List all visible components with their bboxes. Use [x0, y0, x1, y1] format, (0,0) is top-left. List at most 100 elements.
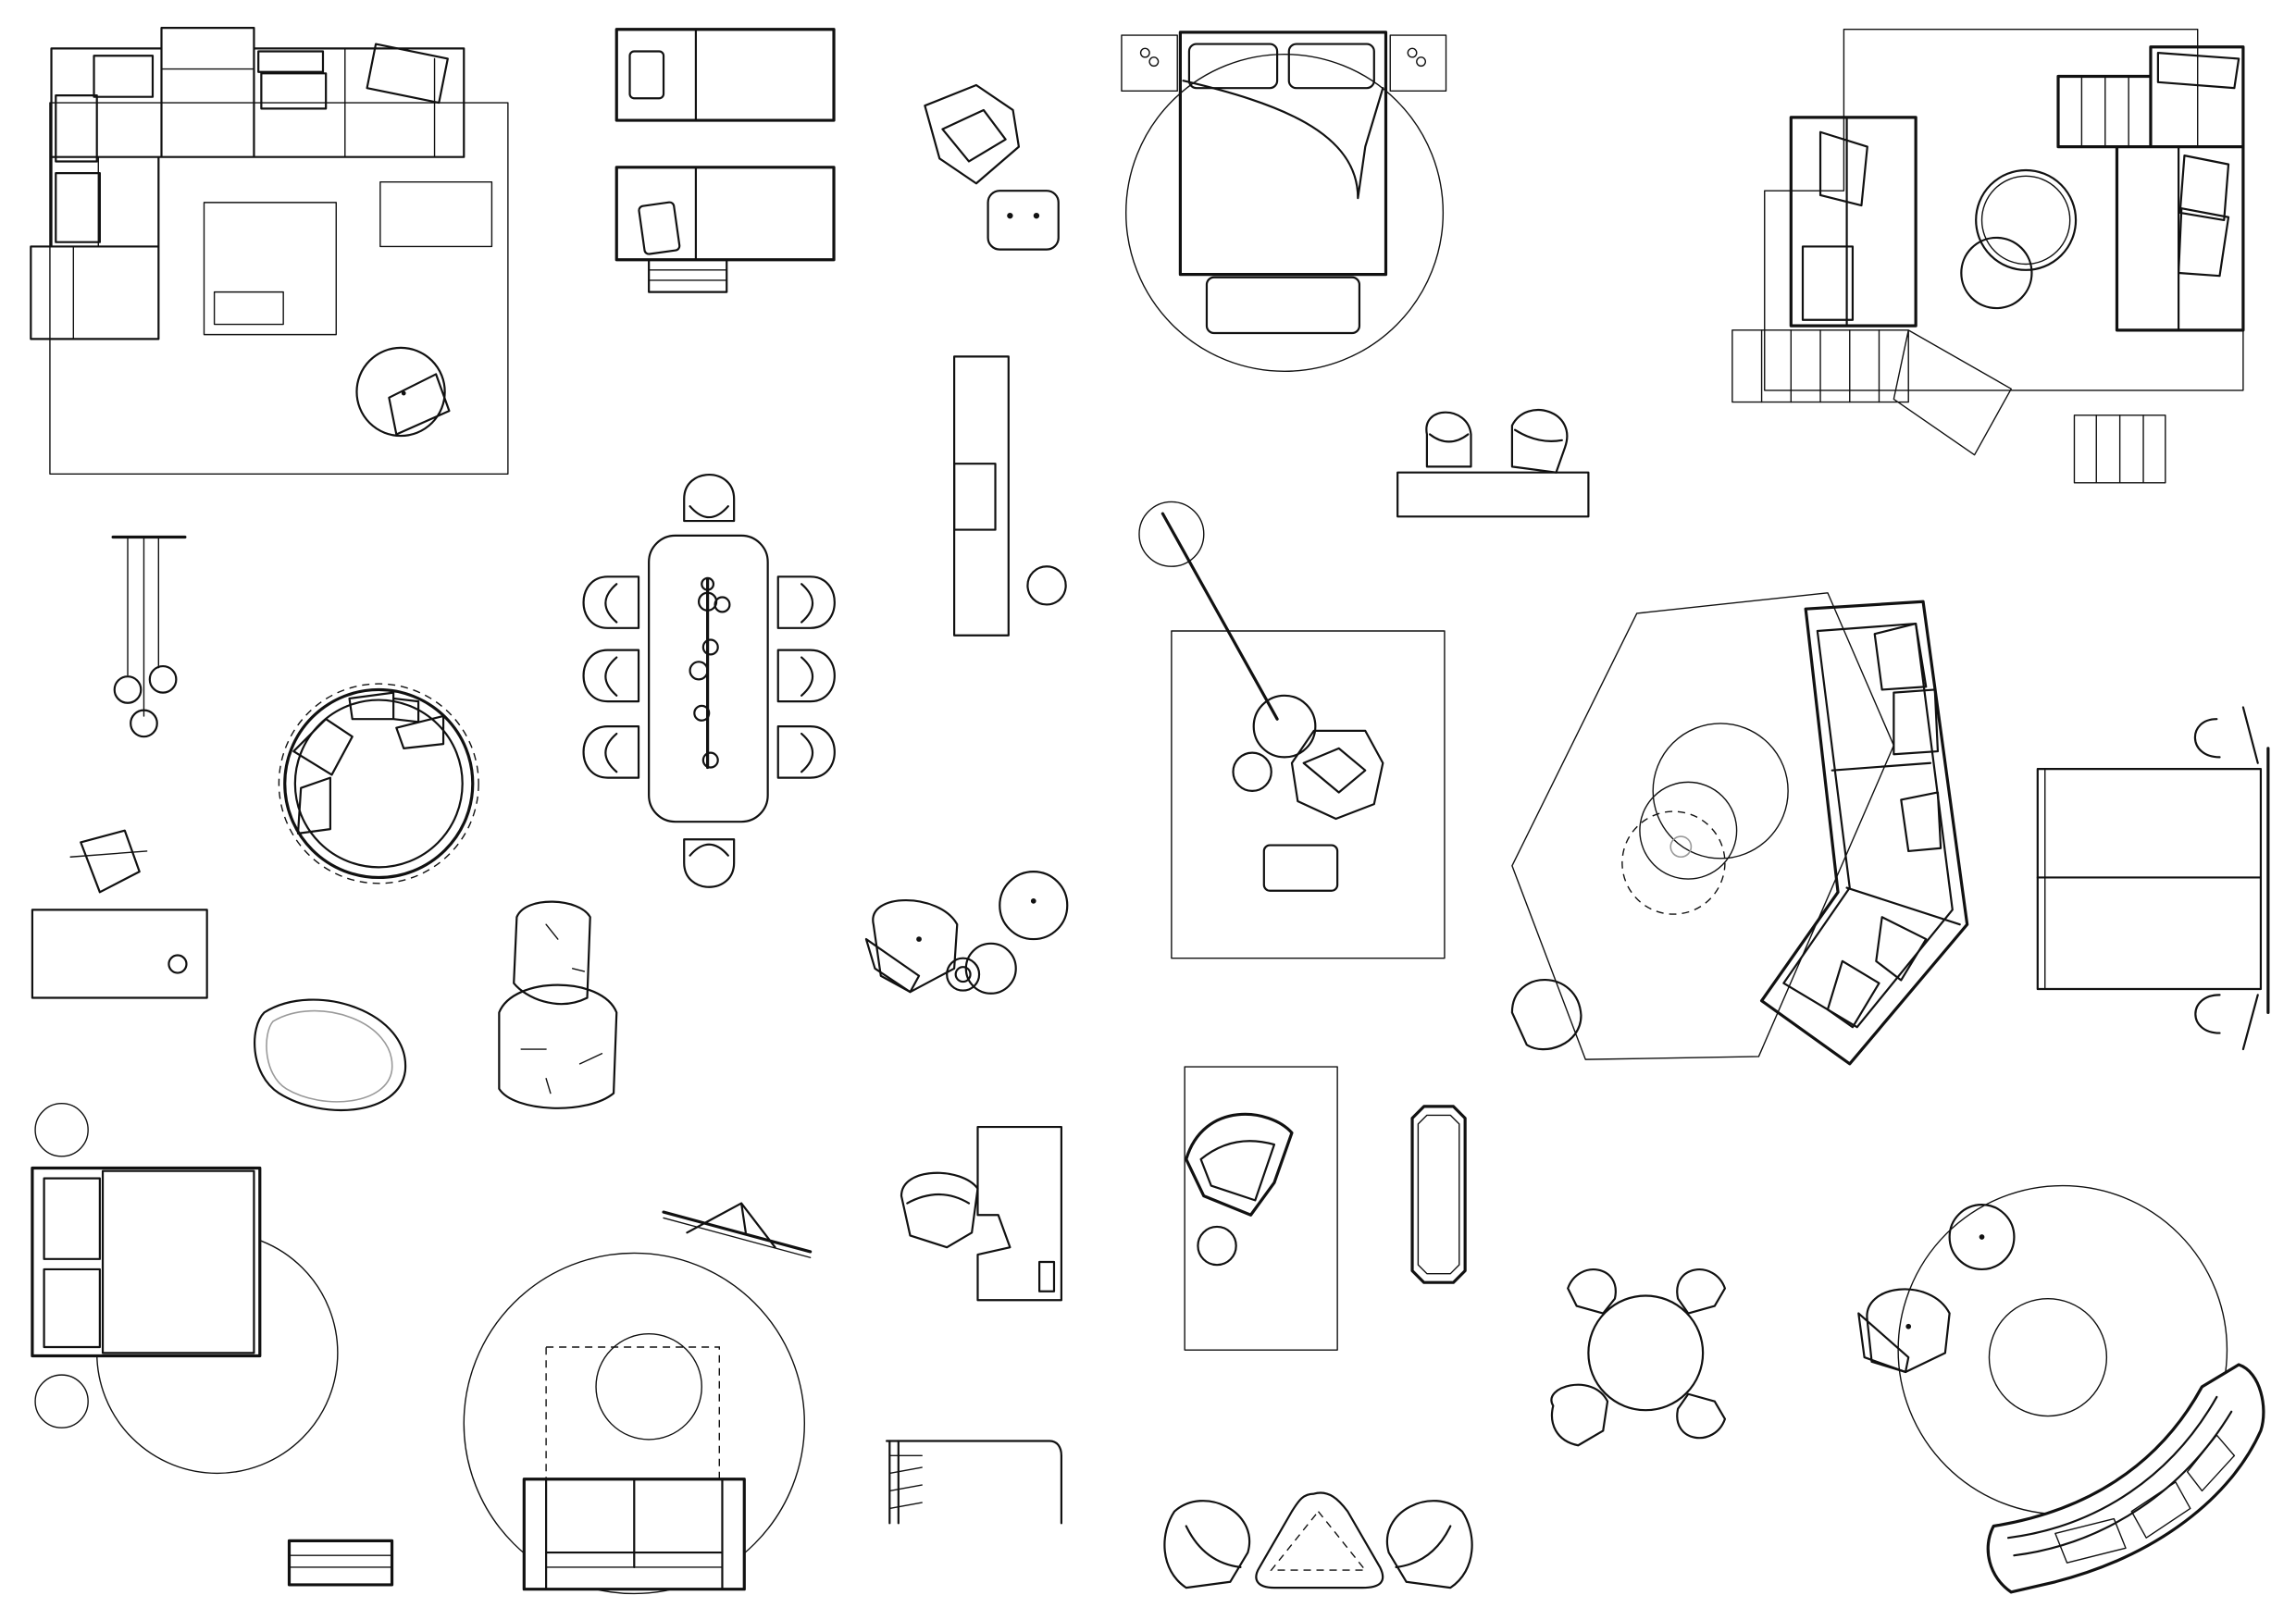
floor-lamp-arm	[1162, 513, 1277, 719]
cushion	[293, 693, 443, 834]
bed	[32, 1168, 260, 1355]
twin-daybeds	[616, 30, 834, 292]
dining-chair	[684, 839, 734, 887]
lounge-chair	[1186, 1114, 1292, 1215]
sofa-cushion	[56, 44, 448, 242]
side-table	[1198, 1227, 1235, 1265]
ottoman	[1264, 846, 1337, 891]
side-table	[1950, 1205, 2015, 1269]
dining-chair	[684, 475, 734, 521]
tray	[215, 292, 284, 325]
round-coffee-table	[596, 1334, 701, 1440]
counter	[1397, 473, 1588, 517]
round-table	[1588, 1295, 1703, 1410]
living-rug	[50, 103, 508, 474]
chair-on-rectangular-rug	[1185, 1067, 1337, 1350]
sofa-cushion	[1828, 624, 1941, 1027]
curved-sofa-on-round-rug	[1858, 1186, 2264, 1592]
bench	[1207, 278, 1359, 333]
curved-sofa	[1988, 1365, 2264, 1592]
side-desk	[977, 1127, 1061, 1300]
ladder-shelf	[887, 1441, 1061, 1524]
slatted-daybed-right	[2038, 707, 2268, 1049]
stacked-cushion	[514, 902, 590, 1004]
side-table	[1234, 753, 1272, 791]
oval-pouf-and-stacked-cushions	[254, 902, 616, 1110]
pendant-shade	[130, 711, 157, 737]
accent-armchair	[1867, 1289, 1949, 1372]
armchair	[873, 900, 957, 992]
daybed	[616, 167, 834, 260]
modular-lounge-with-round-tables	[1732, 30, 2243, 483]
chair	[1164, 1501, 1249, 1588]
round-rug-with-two-seat-sofa	[464, 1253, 804, 1593]
ottoman	[988, 191, 1059, 249]
round-coffee-table	[1653, 723, 1788, 859]
narrow-console	[1412, 1107, 1465, 1282]
round-table	[1961, 238, 2031, 308]
sofa-cushion	[2055, 1435, 2235, 1563]
square-rug	[1172, 631, 1445, 958]
dining-chair	[778, 576, 835, 628]
desk-chair	[81, 831, 139, 893]
side-table	[947, 958, 979, 991]
side-table	[999, 872, 1067, 939]
dining-table	[649, 536, 767, 822]
floor-lamp-base	[1254, 696, 1316, 758]
floor-lamp-shade	[1139, 501, 1204, 566]
desk-chair	[901, 1173, 977, 1247]
angled-sectional-on-hexagonal-rug	[1512, 593, 1967, 1064]
nightstand	[1390, 35, 1446, 91]
chair	[1677, 1394, 1725, 1438]
round-table	[1976, 170, 2076, 270]
angled-sectional-sofa	[1762, 601, 1967, 1064]
armchair-with-side-tables	[866, 872, 1067, 994]
slatted-mat	[649, 260, 726, 292]
tall-console	[954, 356, 1009, 635]
duvet	[1184, 80, 1384, 198]
pendant-shade	[115, 676, 142, 703]
rectangular-rug	[1185, 1067, 1337, 1350]
sectional-sofa	[31, 28, 464, 339]
dining-chair	[778, 726, 835, 778]
double-bed-with-nightstands-on-round-rug	[1122, 32, 1446, 371]
armchair	[356, 348, 444, 436]
narrow-console	[1412, 1107, 1465, 1282]
daybed	[616, 30, 834, 120]
chair	[1387, 1501, 1472, 1588]
tv-console-with-side-table	[954, 356, 1066, 635]
bench	[290, 1540, 392, 1585]
round-rug	[1126, 55, 1444, 372]
hexagonal-rug	[1512, 593, 1893, 1059]
lounge-rug	[1765, 30, 2243, 390]
armchair-and-ottoman	[925, 85, 1058, 250]
lounge-chair	[925, 85, 1019, 183]
round-rug	[464, 1253, 804, 1593]
chair	[1551, 1385, 1607, 1446]
stacked-cushion	[499, 985, 616, 1108]
nightstand	[35, 1104, 88, 1156]
lounge-armchair	[1292, 731, 1383, 819]
chair	[1568, 1269, 1616, 1313]
chair	[1512, 410, 1567, 473]
desk	[32, 909, 207, 997]
dining-table-eight-chairs	[584, 475, 835, 887]
round-table-four-chairs	[1551, 1269, 1724, 1445]
double-bed	[1180, 32, 1385, 275]
hanger-bar	[664, 1212, 811, 1252]
slatted-panel	[1732, 76, 2166, 482]
dining-chair	[584, 650, 639, 702]
pendant-shade	[150, 666, 177, 693]
bed-with-round-rug	[32, 1104, 338, 1474]
reading-corner-floor-lamp	[1139, 501, 1445, 958]
dining-chair	[778, 650, 835, 702]
round-daybed	[285, 689, 473, 877]
coat-hanger-bar	[664, 1204, 811, 1258]
chair-at-side-desk	[901, 1127, 1061, 1300]
round-daybed-with-cushions	[279, 684, 478, 884]
ladder-shelf	[887, 1441, 1061, 1524]
nightstand	[35, 1375, 88, 1428]
dining-chair	[584, 576, 639, 628]
accent-chair	[1512, 980, 1582, 1049]
nightstand	[1122, 35, 1177, 91]
